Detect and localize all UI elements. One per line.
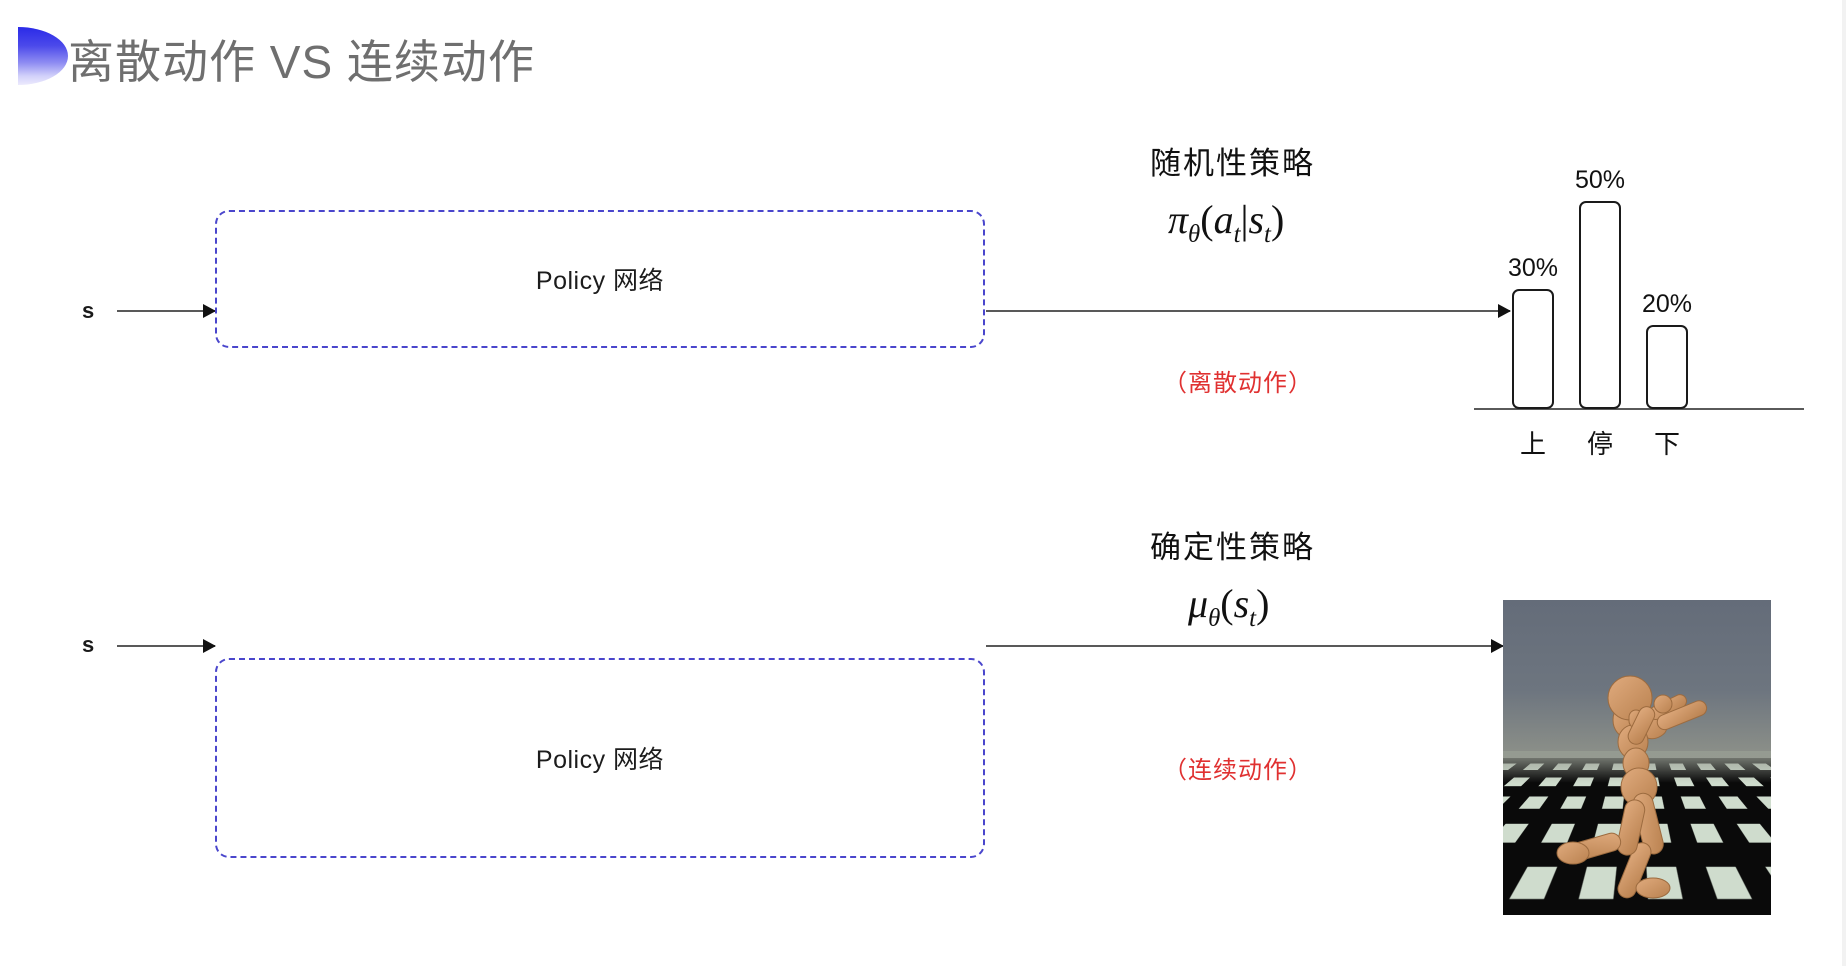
- bar-rect-0[interactable]: [1512, 289, 1554, 409]
- formula-mu-sub-theta: θ: [1208, 605, 1221, 632]
- policy-network-label-continuous: Policy 网络: [535, 746, 665, 774]
- formula-open-paren: (: [1200, 197, 1214, 242]
- input-state-label-discrete: s: [82, 298, 95, 323]
- bar-column-0[interactable]: 30% 上: [1508, 254, 1558, 459]
- formula-close-paren: ): [1270, 197, 1285, 242]
- formula-mu-close-paren: ): [1256, 581, 1270, 626]
- arrow-state-to-policy-continuous: [117, 645, 215, 647]
- formula-arg-a-sub-t: t: [1233, 221, 1241, 248]
- humanoid-figure-icon: [1556, 675, 1708, 899]
- formula-mu-open-paren: (: [1220, 581, 1234, 626]
- formula-sub-theta: θ: [1188, 221, 1201, 248]
- formula-mu-arg-s: s: [1233, 581, 1250, 626]
- bar-value-label-1: 50%: [1574, 166, 1626, 194]
- policy-network-label-discrete: Policy 网络: [535, 267, 665, 295]
- half-circle-gradient-icon: [18, 27, 68, 85]
- formula-arg-s-sub-t: t: [1264, 221, 1271, 248]
- discrete-action-bar-chart: 30% 上 50% 停 20% 下: [1474, 108, 1804, 468]
- bar-category-label-1: 停: [1586, 429, 1613, 459]
- bar-category-label-2: 下: [1653, 429, 1680, 459]
- arrow-policy-to-output-discrete: [986, 310, 1510, 312]
- formula-deterministic-policy: μθ(st): [1188, 580, 1269, 633]
- bar-column-2[interactable]: 20% 下: [1642, 290, 1692, 459]
- note-discrete-action: （离散动作）: [1163, 370, 1313, 397]
- mujoco-humanoid-simulation-image: [1503, 600, 1771, 915]
- arrow-policy-to-output-continuous: [986, 645, 1503, 647]
- input-state-label-continuous: s: [82, 632, 95, 657]
- policy-network-box-discrete[interactable]: Policy 网络: [215, 210, 985, 348]
- policy-network-box-continuous[interactable]: Policy 网络: [215, 658, 985, 858]
- bar-value-label-0: 30%: [1507, 254, 1559, 282]
- formula-arg-a: a: [1213, 197, 1234, 242]
- formula-arg-s: s: [1248, 197, 1265, 242]
- bar-rect-1[interactable]: [1579, 201, 1621, 409]
- formula-conditional-bar: |: [1240, 197, 1249, 242]
- formula-stochastic-policy: πθ(at|st): [1168, 196, 1284, 249]
- formula-fn-pi: π: [1168, 197, 1189, 242]
- bar-value-label-2: 20%: [1641, 290, 1693, 318]
- note-continuous-action: （连续动作）: [1163, 757, 1313, 784]
- policy-type-label-discrete: 随机性策略: [1150, 146, 1315, 181]
- arrow-state-to-policy-discrete: [117, 310, 215, 312]
- page-title: 离散动作 VS 连续动作: [68, 36, 535, 88]
- formula-fn-mu: μ: [1188, 581, 1209, 626]
- bar-column-1[interactable]: 50% 停: [1575, 166, 1625, 459]
- slide-right-edge-strip: [1842, 0, 1846, 966]
- bar-rect-2[interactable]: [1646, 325, 1688, 409]
- formula-mu-arg-s-sub-t: t: [1249, 605, 1257, 632]
- policy-type-label-continuous: 确定性策略: [1150, 530, 1315, 565]
- chart-baseline-axis: [1474, 408, 1804, 410]
- bar-category-label-0: 上: [1519, 429, 1546, 459]
